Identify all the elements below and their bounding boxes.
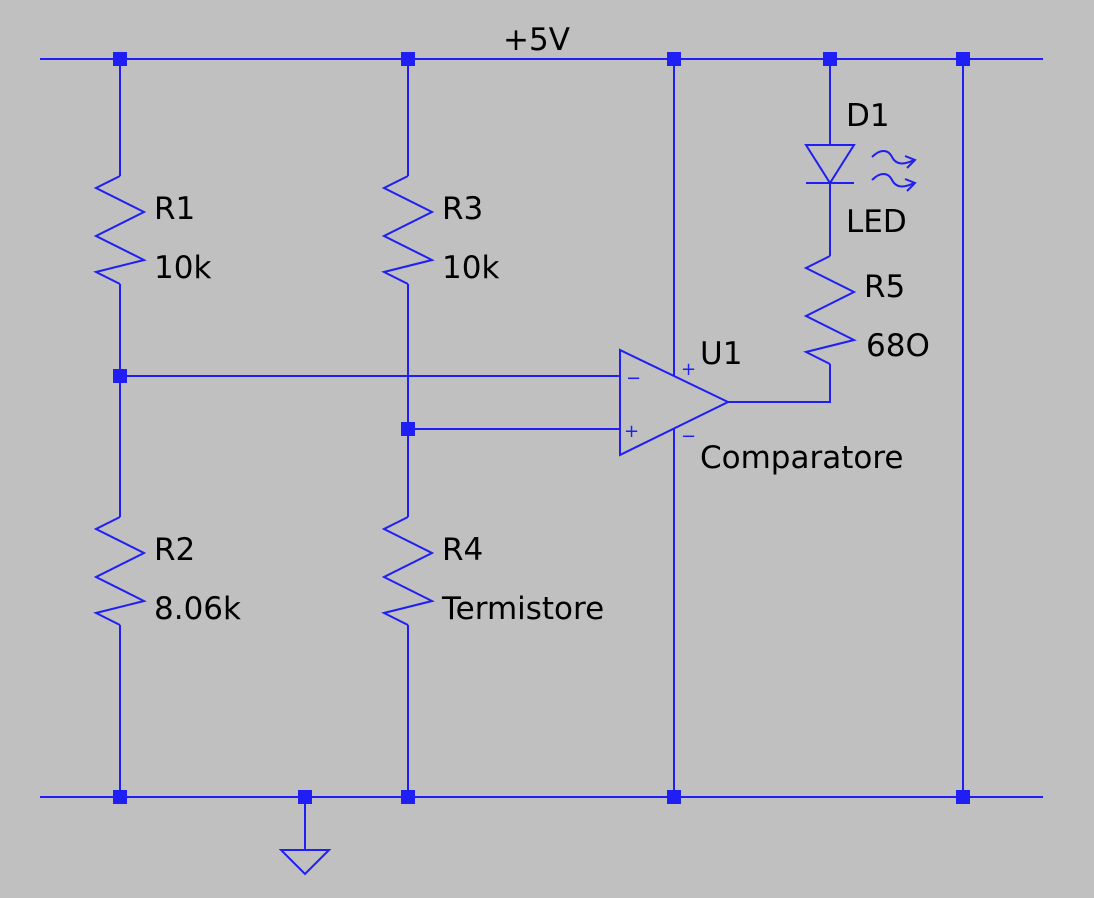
ground-icon	[278, 849, 332, 876]
u1-value-label: Comparatore	[700, 440, 903, 476]
junction	[113, 369, 127, 383]
junction	[113, 52, 127, 66]
comparator-minus-pin: −	[626, 368, 641, 389]
junction	[956, 52, 970, 66]
r2-resistor	[93, 516, 147, 626]
junction	[401, 790, 415, 804]
u1-ref-label: U1	[700, 336, 742, 372]
r1-resistor	[93, 175, 147, 285]
supply-label: +5V	[503, 22, 570, 58]
r5-ref-label: R5	[864, 269, 905, 305]
led-diode	[804, 144, 856, 185]
junction	[401, 52, 415, 66]
junction	[298, 790, 312, 804]
r5-resistor	[803, 255, 857, 365]
junction	[956, 790, 970, 804]
junction	[667, 52, 681, 66]
junction	[401, 422, 415, 436]
r2-ref-label: R2	[154, 532, 195, 568]
junction	[113, 790, 127, 804]
junction	[823, 52, 837, 66]
comparator-plus-pin: +	[624, 421, 639, 442]
r5-value-label: 68O	[866, 328, 930, 364]
r4-thermistor	[381, 516, 435, 626]
r1-ref-label: R1	[154, 191, 195, 227]
r4-ref-label: R4	[442, 532, 483, 568]
r1-value-label: 10k	[154, 250, 211, 286]
led-light-arrows-icon	[871, 150, 917, 192]
comparator-supply-minus-label: −	[681, 426, 696, 447]
d1-value-label: LED	[846, 204, 907, 240]
junction	[667, 790, 681, 804]
r4-value-label: Termistore	[441, 591, 604, 627]
r3-value-label: 10k	[442, 250, 499, 286]
r2-value-label: 8.06k	[154, 591, 241, 627]
comparator-output-wire	[728, 364, 831, 403]
r3-resistor	[381, 175, 435, 285]
r3-ref-label: R3	[442, 191, 483, 227]
d1-ref-label: D1	[846, 98, 890, 134]
comparator-supply-plus-label: +	[681, 359, 696, 380]
